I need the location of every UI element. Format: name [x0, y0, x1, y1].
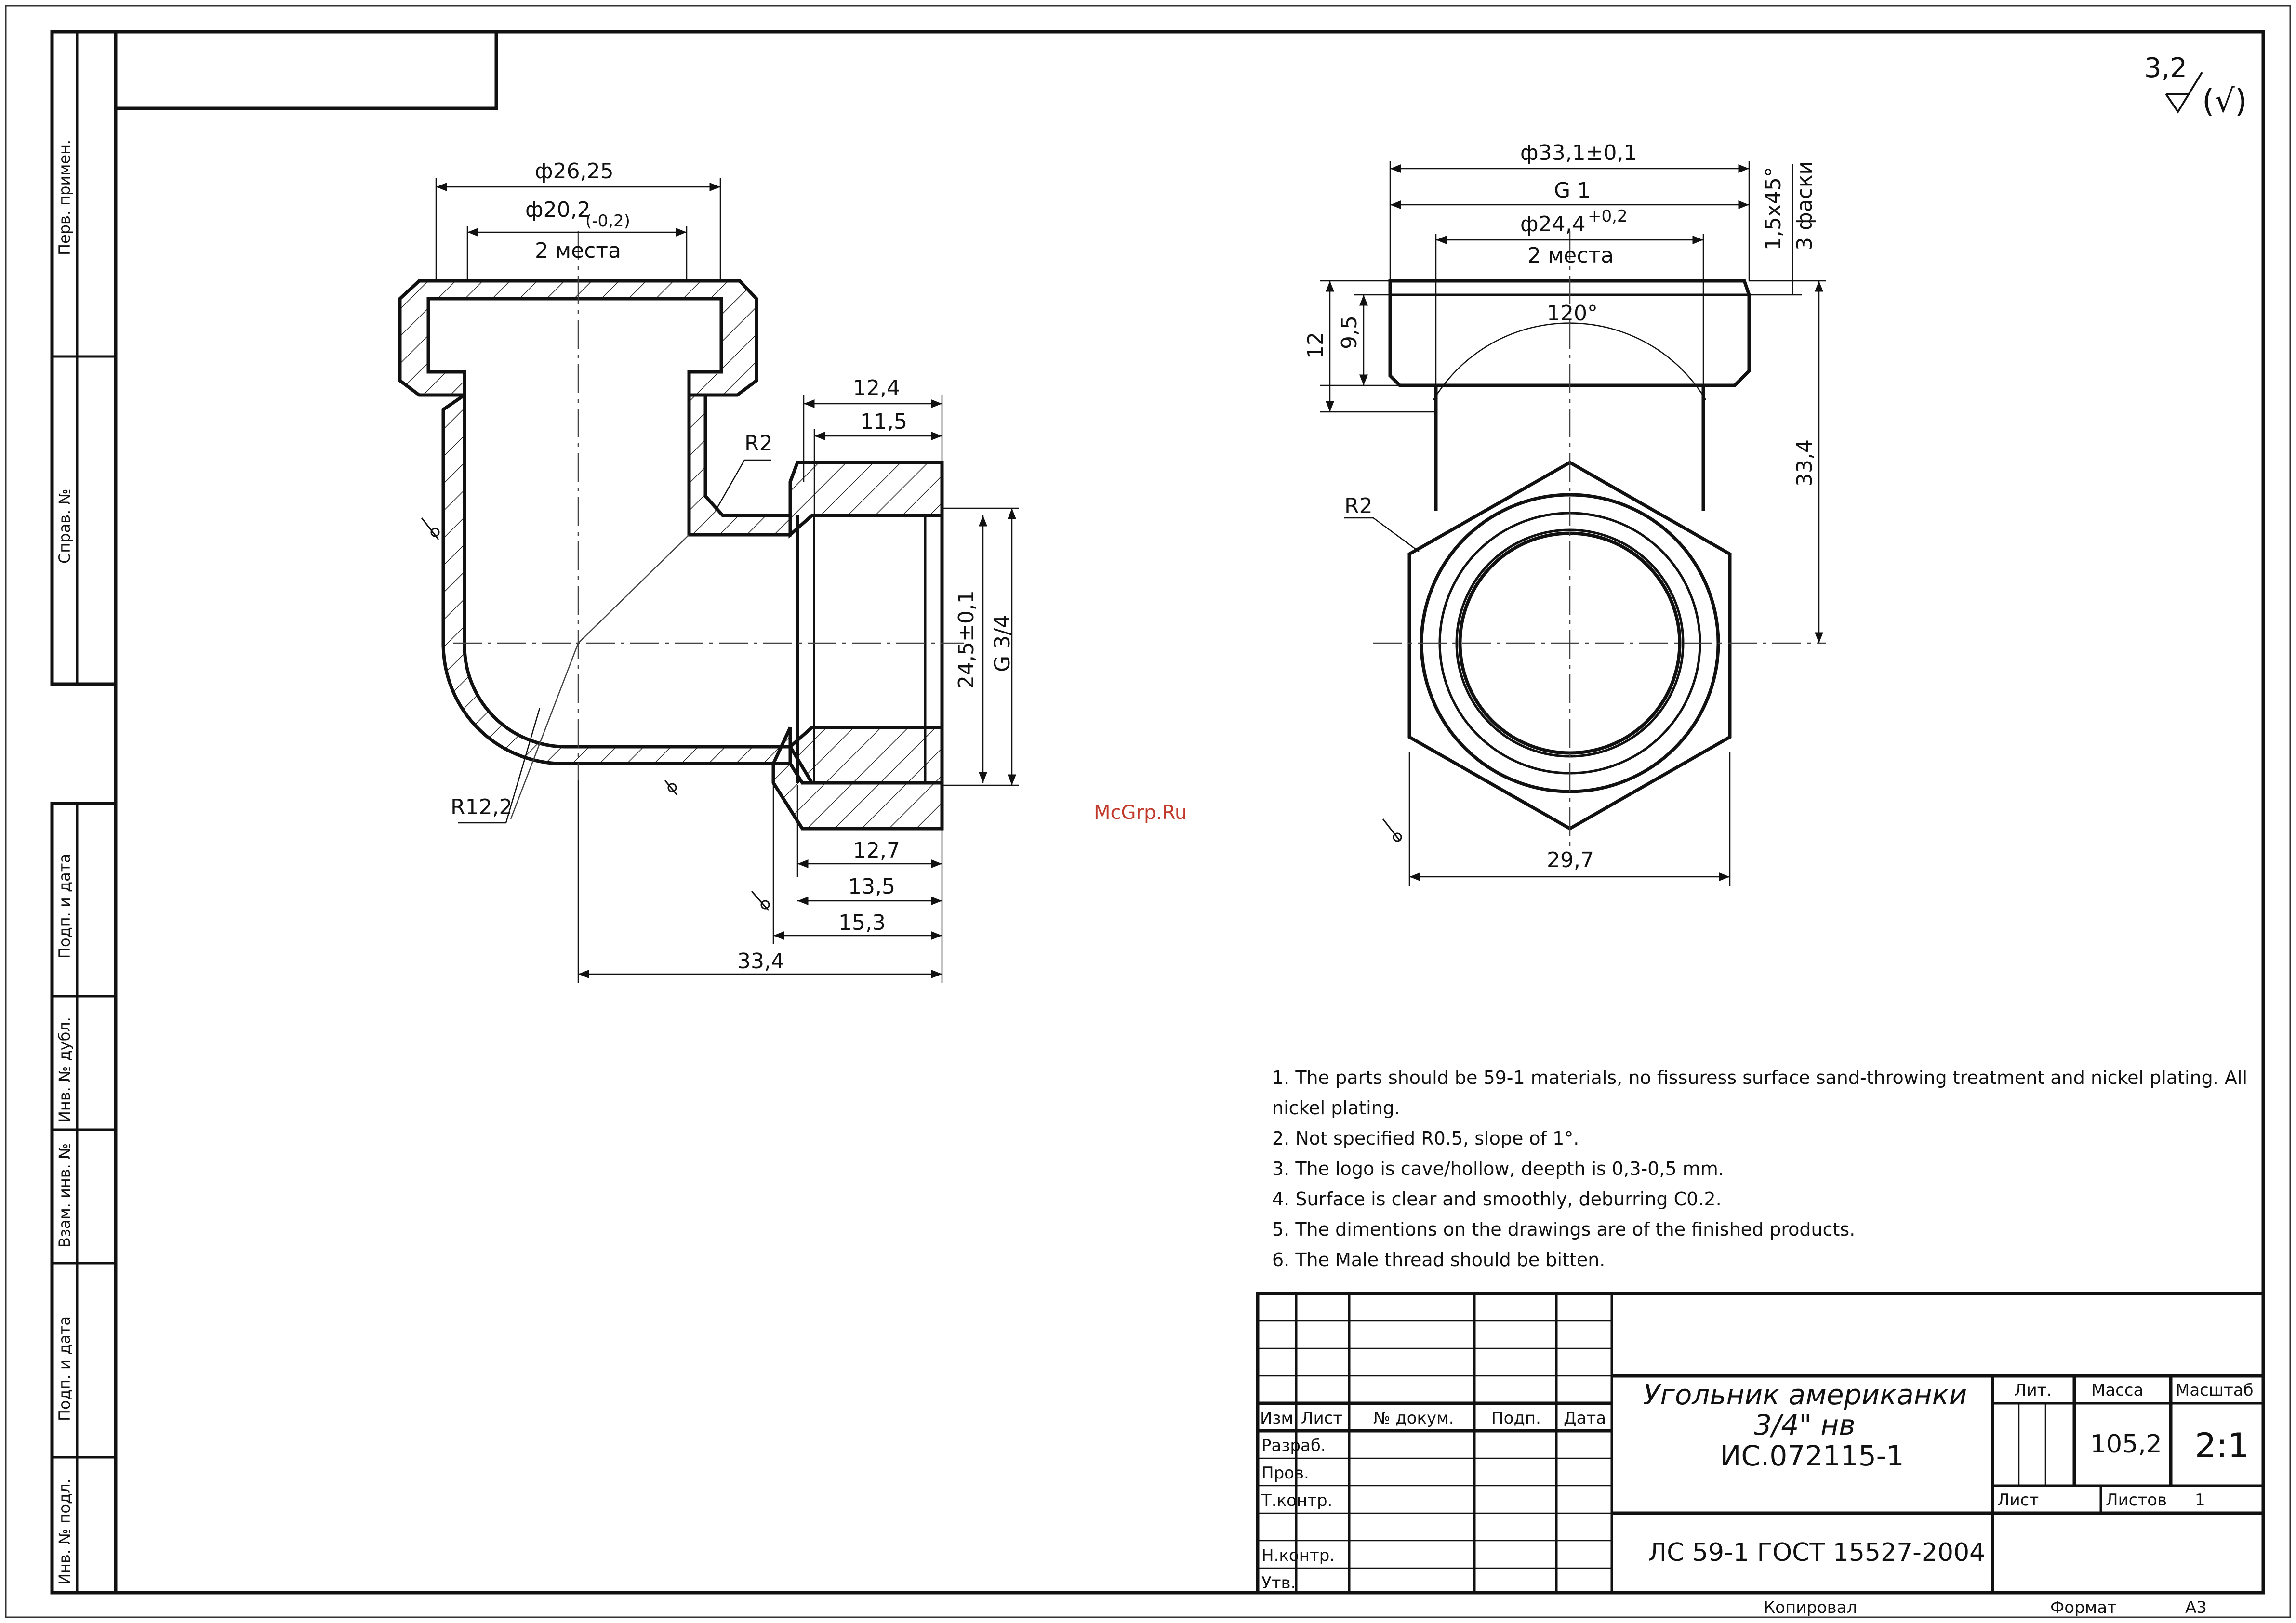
dim-g1: G 1	[1554, 178, 1591, 203]
side-label-podp-data-1: Подп. и дата	[55, 854, 74, 959]
tb-list: Лист	[1301, 1409, 1342, 1428]
dim-outer-diameter-right: ф33,1±0,1	[1520, 141, 1637, 165]
dim-r2-left: R2	[744, 431, 773, 456]
tb-listov-label: Листов	[2106, 1491, 2167, 1510]
tb-massa: Масса	[2091, 1381, 2143, 1400]
tb-list-label: Лист	[1997, 1491, 2039, 1510]
dim-g34: G 3/4	[990, 615, 1015, 672]
tb-lit: Лит.	[2014, 1381, 2052, 1400]
dim-chamfer: 1,5х45°	[1761, 167, 1786, 251]
roughness-symbol: 3,2 (√)	[2144, 53, 2247, 119]
note-line-2: nickel plating.	[1272, 1097, 1400, 1119]
side-stamp: Перв. примен. Справ. № Подп. и дата Инв.…	[50, 30, 118, 1595]
dim-inner-tol-left: (-0,2)	[585, 211, 630, 231]
tb-masshtab: Масштаб	[2176, 1381, 2254, 1400]
tb-mass-value: 105,2	[2090, 1430, 2162, 1459]
dim-12-4: 12,4	[853, 376, 900, 400]
dim-r2-right: R2	[1344, 494, 1373, 518]
tb-scale-value: 2:1	[2195, 1426, 2249, 1465]
tb-podp: Подп.	[1491, 1409, 1541, 1428]
side-label-vzam-inv: Взам. инв. №	[55, 1143, 74, 1248]
note-line-6: 5. The dimentions on the drawings are of…	[1272, 1219, 1855, 1240]
tb-nkontr: Н.контр.	[1261, 1546, 1335, 1565]
dim-angle-120: 120°	[1547, 301, 1598, 326]
dim-15-3: 15,3	[838, 910, 886, 935]
dim-13-5: 13,5	[848, 874, 895, 899]
dim-11-5: 11,5	[860, 409, 907, 434]
tb-izm: Изм.	[1260, 1409, 1299, 1428]
note-line-5: 4. Surface is clear and smoothly, deburr…	[1272, 1188, 1722, 1210]
tb-name-line-2: 3/4" нв	[1754, 1409, 1856, 1441]
tb-material: ЛС 59-1 ГОСТ 15527-2004	[1648, 1538, 1985, 1567]
left-dimension-labels: ф26,25 ф20,2 (-0,2) 2 места 12,4 11,5 R2…	[451, 159, 1015, 974]
dim-12-7: 12,7	[853, 838, 900, 863]
side-label-perv-primen: Перв. примен.	[55, 140, 74, 255]
dim-places-left: 2 места	[535, 238, 621, 263]
tb-kopiroval: Копировал	[1764, 1598, 1857, 1617]
tb-razrab: Разраб.	[1261, 1436, 1326, 1455]
tb-tkontr: Т.контр.	[1261, 1491, 1332, 1510]
technical-notes: 1. The parts should be 59-1 materials, n…	[1272, 1067, 2247, 1270]
dim-h9-5: 9,5	[1337, 316, 1362, 349]
title-block	[1256, 1292, 2265, 1595]
top-left-box	[116, 32, 498, 110]
side-label-inv-podl: Инв. № подл.	[55, 1478, 74, 1585]
front-view	[1373, 231, 1826, 848]
right-dimension-labels: ф33,1±0,1 G 1 ф24,4 +0,2 2 места 1,5х45°…	[1303, 141, 1817, 872]
dim-h12: 12	[1303, 332, 1328, 359]
tb-utv: Утв.	[1261, 1573, 1296, 1593]
note-line-4: 3. The logo is cave/hollow, deepth is 0,…	[1272, 1158, 1724, 1179]
dim-24-5: 24,5±0,1	[954, 590, 979, 689]
roughness-suffix: (√)	[2202, 82, 2247, 119]
dim-chamfer-count: 3 фаски	[1792, 161, 1817, 251]
dim-inner-diameter-left: ф20,2	[525, 198, 591, 222]
title-block-labels: Изм. Лист № докум. Подп. Дата Разраб. Пр…	[1260, 1378, 2254, 1617]
dim-r12-2: R12,2	[451, 795, 513, 819]
tb-listov-value: 1	[2195, 1491, 2205, 1510]
left-dimensions	[435, 178, 1019, 983]
tb-n-dokum: № докум.	[1373, 1409, 1454, 1428]
dim-h33-4: 33,4	[1792, 439, 1817, 487]
note-line-1: 1. The parts should be 59-1 materials, n…	[1272, 1067, 2247, 1088]
dim-inner-tol-right: +0,2	[1588, 207, 1628, 226]
left-roughness-marks	[421, 517, 1402, 911]
right-dimensions	[1320, 161, 1826, 886]
dim-outer-diameter-left: ф26,25	[535, 159, 614, 184]
tb-data: Дата	[1564, 1409, 1606, 1428]
note-line-7: 6. The Male thread should be bitten.	[1272, 1249, 1605, 1270]
dim-33-4-left: 33,4	[737, 949, 784, 974]
outer-border	[5, 5, 2291, 1618]
dim-places-right: 2 места	[1527, 243, 1614, 268]
tb-format-label: Формат	[2050, 1598, 2117, 1617]
tb-format-value: А3	[2185, 1598, 2207, 1617]
roughness-value: 3,2	[2144, 53, 2187, 84]
tb-name-line-1: Угольник американки	[1643, 1378, 1967, 1411]
watermark: McGrp.Ru	[1094, 802, 1187, 824]
dim-inner-diameter-right: ф24,4	[1520, 212, 1586, 237]
note-line-3: 2. Not specified R0.5, slope of 1°.	[1272, 1128, 1579, 1149]
tb-prov: Пров.	[1261, 1464, 1309, 1483]
side-label-sprav: Справ. №	[55, 488, 74, 564]
inner-frame	[114, 30, 2265, 1595]
tb-name-line-3: ИС.072115-1	[1720, 1439, 1904, 1472]
side-label-podp-data-2: Подп. и дата	[55, 1316, 74, 1421]
elbow-section-view	[398, 231, 964, 831]
dim-29-7: 29,7	[1547, 848, 1594, 872]
side-label-inv-dubl: Инв. № дубл.	[55, 1017, 74, 1122]
